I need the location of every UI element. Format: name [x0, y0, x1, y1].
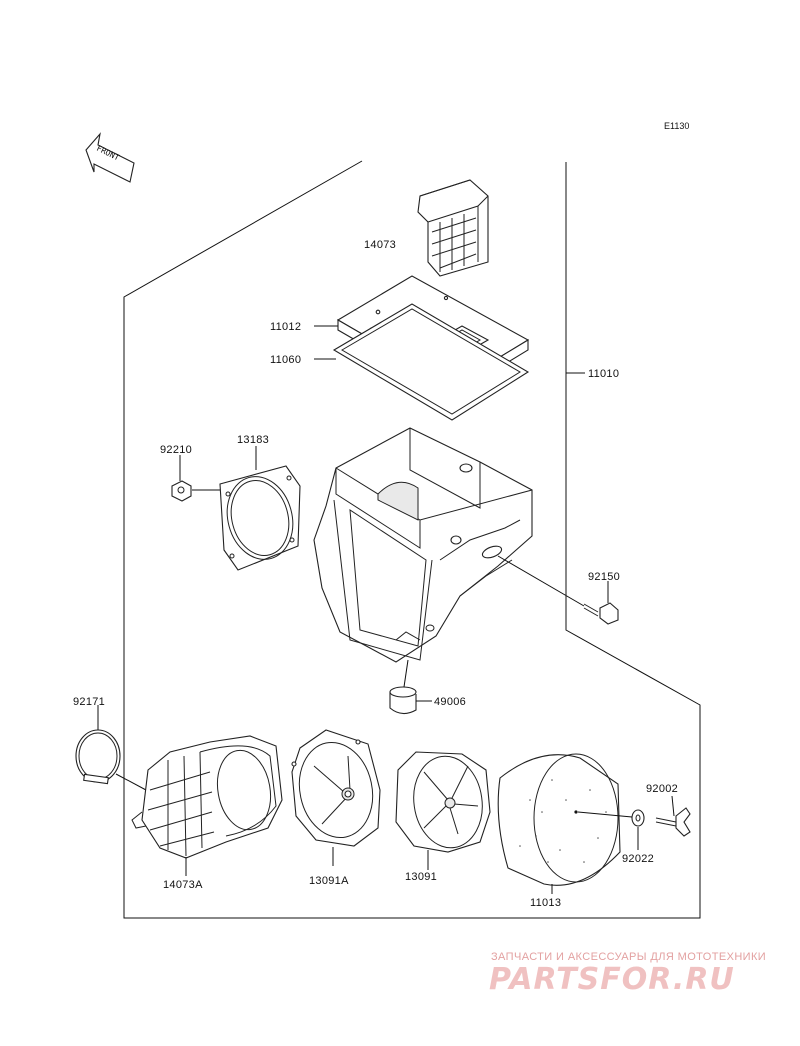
watermark-logo: PARTSFOR.RU: [489, 962, 735, 997]
duct-14073-part: [417, 179, 489, 277]
label-11012: 11012: [270, 321, 301, 333]
assembly-frame: [123, 160, 701, 919]
label-13091: 13091: [405, 871, 437, 883]
label-11010: 11010: [588, 368, 619, 380]
watermark-subtitle: ЗАПЧАСТИ И АКСЕССУАРЫ ДЛЯ МОТОТЕХНИКИ: [491, 951, 767, 963]
intake-duct-14073A-part: [131, 735, 283, 859]
label-92210: 92210: [160, 444, 192, 456]
drain-cap-49006-part: [389, 686, 417, 715]
clamp-92171-part: [75, 729, 121, 785]
label-13183: 13183: [237, 434, 269, 446]
label-92150: 92150: [588, 571, 620, 583]
front-arrow-icon: FRONT: [85, 132, 135, 183]
foam-filter-11013-part: [497, 753, 621, 886]
wing-bolt-92002-part: [655, 807, 691, 837]
air-box-housing-part: [313, 427, 533, 663]
label-92022: 92022: [622, 853, 654, 865]
gasket-11060-part: [332, 303, 530, 421]
label-11060: 11060: [270, 354, 301, 366]
label-92002: 92002: [646, 783, 678, 795]
label-13091A: 13091A: [309, 875, 349, 887]
filter-cage-13091A-part: [291, 729, 381, 847]
label-14073: 14073: [364, 239, 396, 251]
diagram-code: E1130: [664, 121, 689, 131]
filter-cage-13091-part: [395, 751, 491, 853]
bolt-92150-part: [583, 602, 619, 625]
label-49006: 49006: [434, 696, 466, 708]
label-11013: 11013: [530, 897, 561, 909]
washer-92022-part: [631, 809, 645, 827]
gasket-13183-part: [219, 465, 301, 571]
label-92171: 92171: [73, 696, 105, 708]
nut-92210-part: [171, 480, 192, 502]
label-14073A: 14073A: [163, 879, 203, 891]
